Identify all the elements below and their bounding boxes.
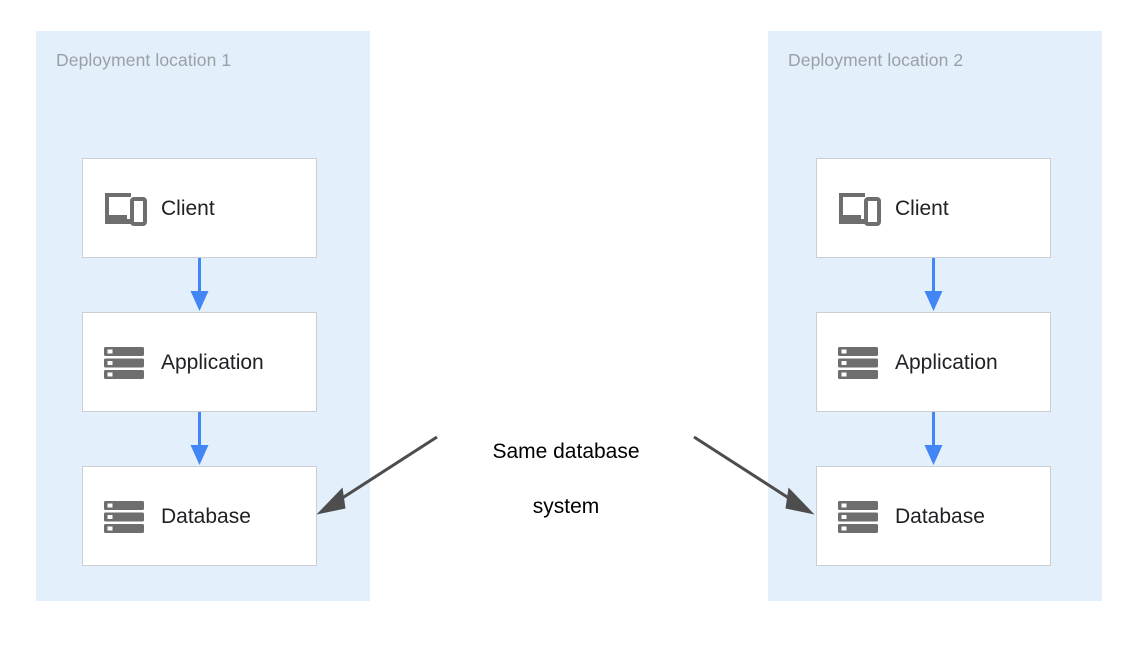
server-stack-icon xyxy=(838,501,878,533)
annotation-line-2: system xyxy=(532,495,600,519)
node-database-2-label: Database xyxy=(895,504,985,528)
annotation-same-database-system: Same database system xyxy=(446,410,686,549)
node-database-1[interactable]: Database xyxy=(82,466,317,566)
devices-icon xyxy=(105,193,147,226)
node-application-1-label: Application xyxy=(161,350,264,374)
zone-1-label: Deployment location 1 xyxy=(56,50,232,70)
server-stack-icon xyxy=(104,501,144,533)
node-client-1-label: Client xyxy=(161,196,215,220)
node-database-2[interactable]: Database xyxy=(816,466,1051,566)
server-stack-icon xyxy=(104,347,144,379)
node-application-2[interactable]: Application xyxy=(816,312,1051,412)
node-client-2-label: Client xyxy=(895,196,949,220)
node-client-2[interactable]: Client xyxy=(816,158,1051,258)
node-database-1-label: Database xyxy=(161,504,251,528)
node-client-1[interactable]: Client xyxy=(82,158,317,258)
devices-icon xyxy=(839,193,881,226)
node-application-1[interactable]: Application xyxy=(82,312,317,412)
server-stack-icon xyxy=(838,347,878,379)
node-application-2-label: Application xyxy=(895,350,998,374)
zone-2-label: Deployment location 2 xyxy=(788,50,964,70)
annotation-line-1: Same database xyxy=(492,439,640,463)
